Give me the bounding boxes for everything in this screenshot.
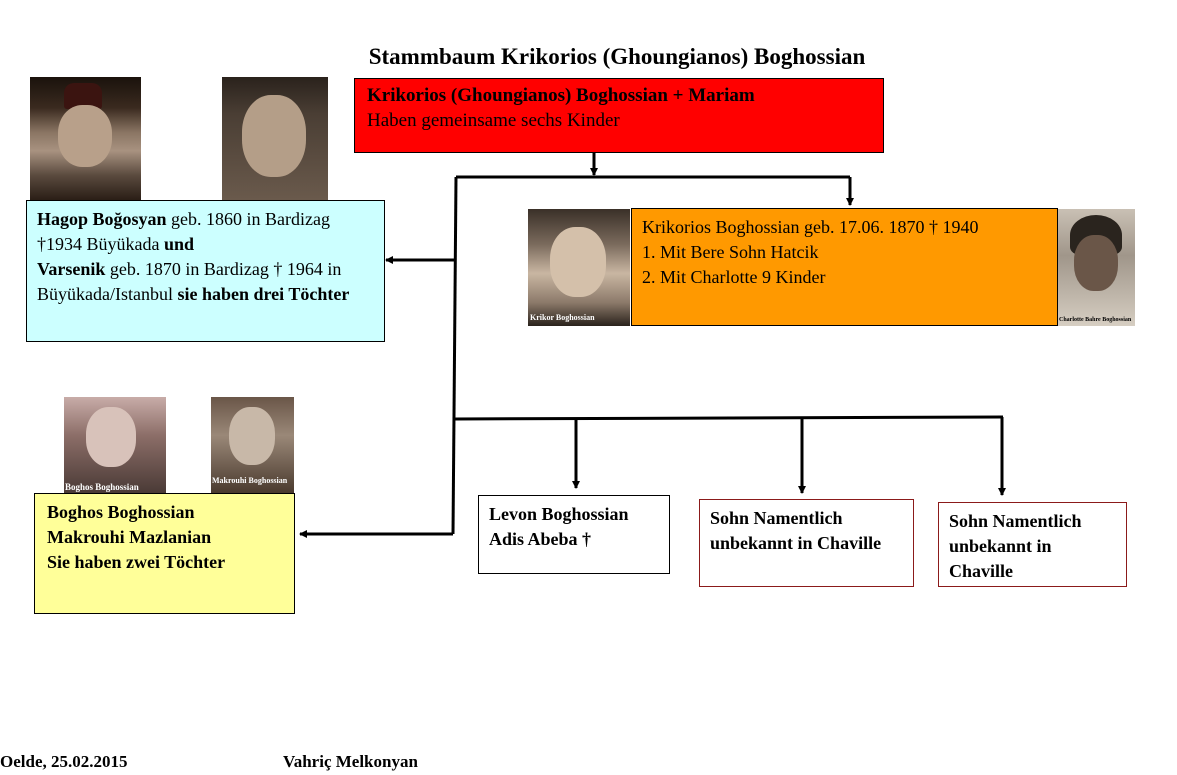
son-unknown-text-1: Sohn Namentlich unbekannt in Chaville <box>710 508 882 553</box>
levon-box: Levon Boghossian Adis Abeba † <box>478 495 670 574</box>
varsenik-dates: geb. 1870 in Bardizag † 1964 in Büyükada… <box>37 259 342 304</box>
hagop-children: sie haben drei Töchter <box>177 284 350 304</box>
varsenik-portrait-photo <box>222 77 328 200</box>
krikorios-dates: Krikorios Boghossian geb. 17.06. 1870 † … <box>642 217 979 237</box>
charlotte-photo-caption: Charlotte Bahre Boghossian <box>1059 317 1132 323</box>
son-unknown-box-1: Sohn Namentlich unbekannt in Chaville <box>699 499 914 587</box>
hagop-dates: geb. 1860 in Bardizag †1934 Büyükada <box>37 209 331 254</box>
hagop-name: Hagop Boğosyan <box>37 209 167 229</box>
makrouhi-photo-caption: Makrouhi Boghossian <box>212 476 288 485</box>
hagop-portrait-photo <box>30 77 141 200</box>
boghos-photo-caption: Boghos Boghossian <box>65 482 139 492</box>
levon-name: Levon Boghossian <box>489 504 629 524</box>
boghos-children: Sie haben zwei Töchter <box>47 552 226 572</box>
boghos-family-box: Boghos Boghossian Makrouhi Mazlanian Sie… <box>34 493 295 614</box>
son-unknown-box-2: Sohn Namentlich unbekannt in Chaville <box>938 502 1127 587</box>
makrouhi-name: Makrouhi Mazlanian <box>47 527 212 547</box>
hagop-family-box: Hagop Boğosyan geb. 1860 in Bardizag †19… <box>26 200 385 342</box>
krikor-photo-caption: Krikor Boghossian <box>530 313 595 322</box>
boghos-portrait-photo: Boghos Boghossian <box>64 397 166 493</box>
hagop-und: und <box>163 234 195 254</box>
varsenik-name: Varsenik <box>37 259 106 279</box>
boghos-name: Boghos Boghossian <box>47 502 195 522</box>
charlotte-portrait-photo: Charlotte Bahre Boghossian <box>1058 209 1135 326</box>
son-unknown-text-2: Sohn Namentlich unbekannt in Chaville <box>949 511 1082 581</box>
root-couple-names: Krikorios (Ghoungianos) Boghossian + Mar… <box>367 85 755 106</box>
krikorios-marriage-1: 1. Mit Bere Sohn Hatcik <box>642 242 819 262</box>
footer-author: Vahriç Melkonyan <box>283 752 418 771</box>
root-couple-note: Haben gemeinsame sechs Kinder <box>367 110 620 131</box>
makrouhi-portrait-photo: Makrouhi Boghossian <box>211 397 294 493</box>
footer-place-date: Oelde, 25.02.2015 <box>0 752 128 771</box>
krikor-portrait-photo: Krikor Boghossian <box>528 209 630 326</box>
root-couple-box: Krikorios (Ghoungianos) Boghossian + Mar… <box>354 78 884 153</box>
levon-place: Adis Abeba † <box>489 529 592 549</box>
krikorios-marriage-2: 2. Mit Charlotte 9 Kinder <box>642 267 826 287</box>
krikorios-family-box: Krikorios Boghossian geb. 17.06. 1870 † … <box>631 208 1058 326</box>
page-title: Stammbaum Krikorios (Ghoungianos) Boghos… <box>368 44 866 69</box>
